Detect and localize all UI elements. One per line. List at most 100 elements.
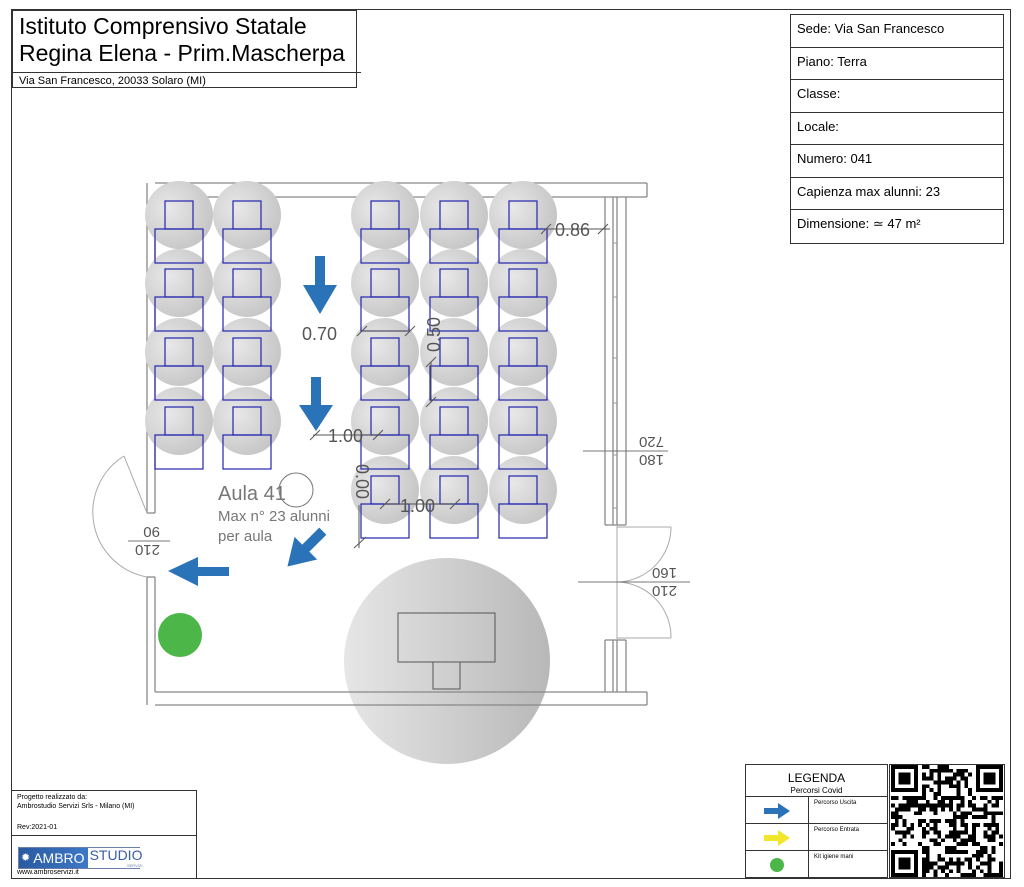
qr-module <box>975 772 980 777</box>
qr-module <box>891 795 895 800</box>
qr-module <box>956 849 961 854</box>
qr-module <box>929 788 934 793</box>
qr-module <box>991 780 996 785</box>
qr-module <box>902 772 907 777</box>
qr-module <box>921 795 926 800</box>
qr-module <box>902 873 907 877</box>
qr-module <box>979 765 984 769</box>
qr-module <box>956 842 961 847</box>
qr-module <box>952 819 957 823</box>
qr-module <box>972 834 976 839</box>
qr-module <box>999 780 1003 785</box>
qr-module <box>987 799 992 804</box>
qr-code[interactable] <box>889 764 1005 878</box>
student-desk <box>498 365 548 401</box>
qr-module <box>972 795 976 800</box>
qr-module <box>929 865 934 870</box>
dimension-labels: 0.70 0.50 1.00 1.00 0.86 0.00 <box>302 220 590 516</box>
qr-module <box>948 857 953 862</box>
qr-module <box>956 803 961 808</box>
qr-module <box>910 822 915 827</box>
qr-module <box>891 869 895 874</box>
qr-module <box>960 815 965 820</box>
qr-module <box>891 822 895 827</box>
qr-module <box>918 811 922 816</box>
qr-module <box>975 765 980 769</box>
student-desk <box>360 228 410 264</box>
qr-module <box>945 861 949 866</box>
qr-module <box>902 865 907 870</box>
legend-label: Percorso Uscita <box>814 800 857 806</box>
title-block: Istituto Comprensivo Statale Regina Elen… <box>12 10 361 88</box>
qr-module <box>964 830 969 835</box>
qr-module <box>906 807 911 812</box>
qr-module <box>929 772 934 777</box>
qr-module <box>891 815 895 820</box>
teacher-chair <box>432 661 461 690</box>
qr-module <box>964 842 969 847</box>
qr-module <box>945 795 949 800</box>
qr-module <box>999 842 1003 847</box>
qr-module <box>979 815 984 820</box>
qr-module <box>945 780 949 785</box>
qr-module <box>964 776 969 781</box>
info-numero: Numero: 041 <box>791 145 1003 178</box>
qr-module <box>894 819 899 823</box>
qr-module <box>995 799 1000 804</box>
qr-module <box>979 849 984 854</box>
qr-module <box>941 795 946 800</box>
qr-module <box>948 780 953 785</box>
dot-icon <box>746 851 809 878</box>
logo-sub: SERVIZI <box>126 863 143 868</box>
qr-module <box>948 799 953 804</box>
qr-module <box>979 869 984 874</box>
qr-module <box>918 807 922 812</box>
qr-module <box>987 826 992 831</box>
qr-module <box>941 869 946 874</box>
qr-module <box>956 834 961 839</box>
qr-module <box>999 776 1003 781</box>
qr-module <box>960 803 965 808</box>
qr-module <box>898 857 903 862</box>
qr-module <box>975 822 980 827</box>
window-width: 720 <box>639 433 664 450</box>
qr-module <box>891 784 895 789</box>
right-door-height: 210 <box>652 582 677 599</box>
qr-module <box>995 822 1000 827</box>
qr-module <box>952 846 957 850</box>
qr-module <box>945 846 949 850</box>
qr-module <box>933 826 938 831</box>
qr-module <box>891 776 895 781</box>
qr-module <box>921 849 926 854</box>
qr-module <box>929 819 934 823</box>
qr-module <box>952 815 957 820</box>
qr-module <box>991 857 996 862</box>
school-name: Istituto Comprensivo Statale <box>19 13 307 39</box>
qr-module <box>937 799 942 804</box>
qr-module <box>891 842 895 847</box>
qr-module <box>891 857 895 862</box>
qr-module <box>956 768 961 773</box>
student-desk <box>429 365 479 401</box>
student-desk <box>154 228 204 264</box>
qr-module <box>968 811 973 816</box>
qr-module <box>991 830 996 835</box>
qr-module <box>921 861 926 866</box>
qr-module <box>991 795 996 800</box>
qr-module <box>983 861 988 866</box>
qr-module <box>956 795 961 800</box>
info-dimensione: Dimensione: ≃ 47 m² <box>797 216 921 231</box>
qr-module <box>902 819 907 823</box>
qr-module <box>937 780 942 785</box>
qr-module <box>921 788 926 793</box>
qr-module <box>975 853 980 858</box>
qr-module <box>941 803 946 808</box>
qr-module <box>937 853 942 858</box>
qr-module <box>925 869 930 874</box>
student-desk <box>154 365 204 401</box>
qr-module <box>987 861 992 866</box>
credits-line1: Progetto realizzato da: <box>17 794 88 801</box>
website-link[interactable]: www.ambroservizi.it <box>17 869 79 876</box>
qr-module <box>906 795 911 800</box>
